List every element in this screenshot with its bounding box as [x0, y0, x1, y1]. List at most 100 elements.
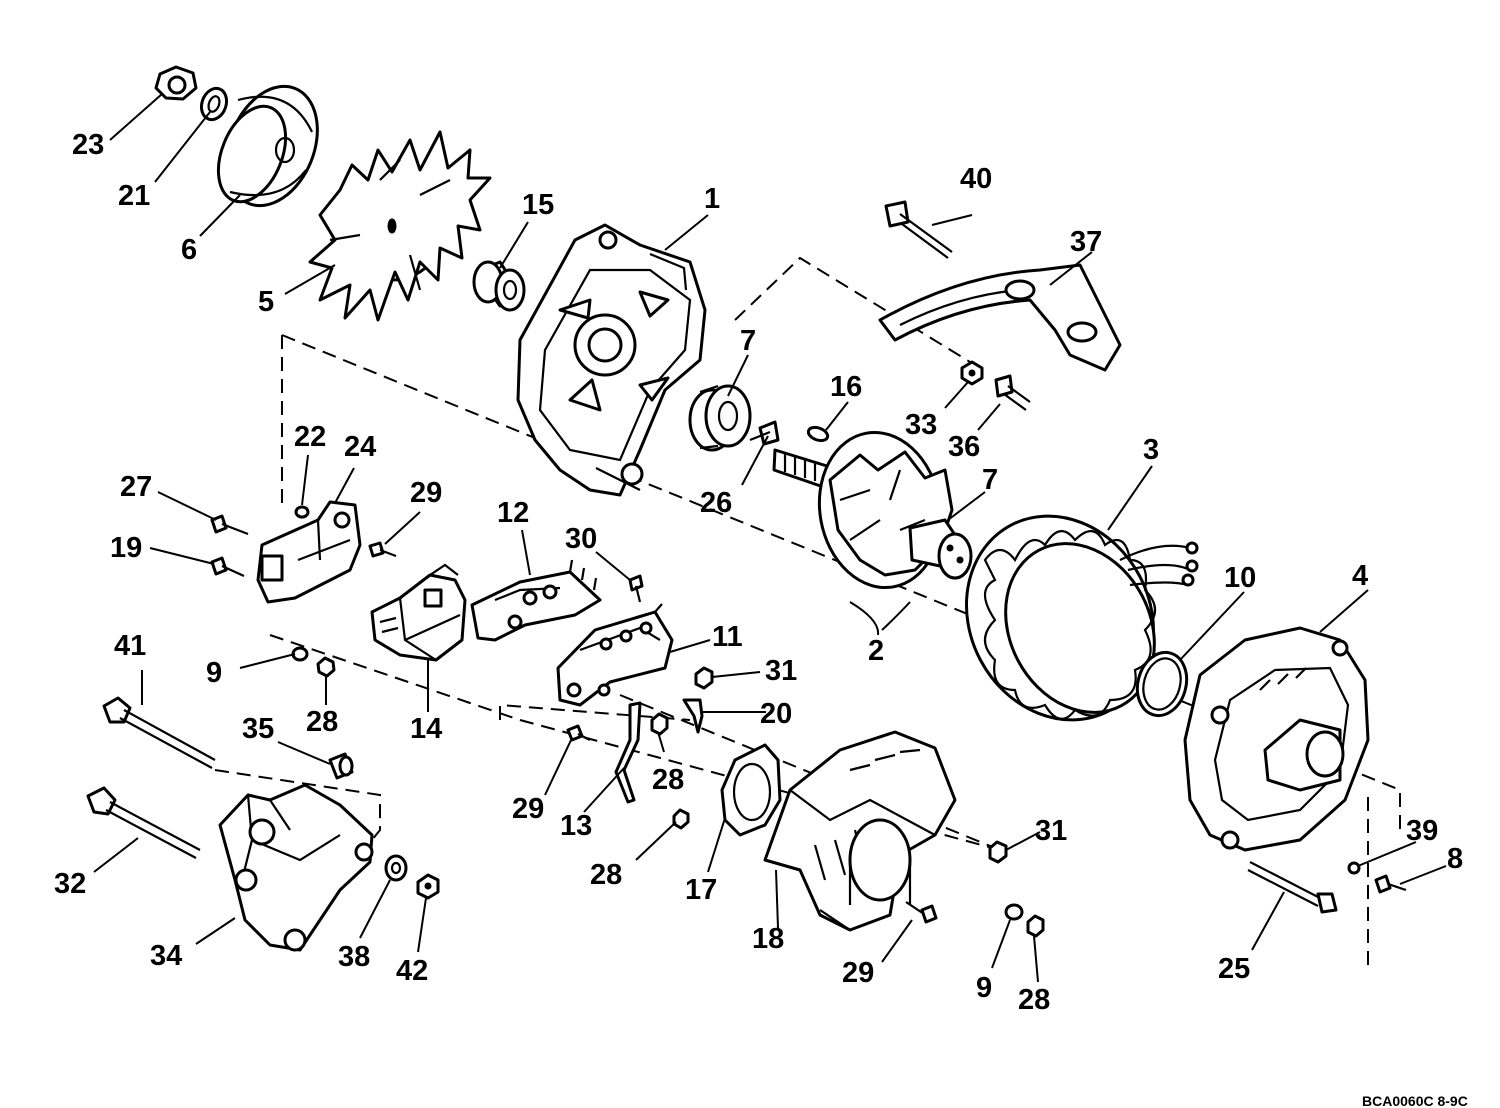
- slip-ring-end-frame-4: [1183, 626, 1370, 852]
- callout-23: 23: [72, 129, 104, 161]
- screw-19: [210, 556, 245, 578]
- callout-39: 39: [1406, 815, 1438, 847]
- rear-cover-18: [763, 730, 957, 932]
- callout-24: 24: [344, 431, 376, 463]
- callout-16: 16: [830, 371, 862, 403]
- callout-20: 20: [760, 698, 792, 730]
- callout-5: 5: [258, 286, 274, 318]
- brush-holder-24: [256, 500, 362, 604]
- callout-4: 4: [1352, 560, 1368, 592]
- callout-30: 30: [565, 523, 597, 555]
- callout-11: 11: [712, 621, 743, 653]
- callout-19: 19: [110, 532, 142, 564]
- callout-7-rotor: 7: [982, 464, 998, 496]
- callout-14: 14: [410, 713, 442, 745]
- thru-bolt-25: [1247, 861, 1338, 914]
- bearing-7-front: [688, 384, 752, 452]
- callout-29-top: 29: [410, 477, 442, 509]
- washer-38: [384, 854, 408, 882]
- callout-7-front: 7: [740, 325, 756, 357]
- screw-30: [628, 574, 644, 603]
- stator-3: [964, 514, 1199, 722]
- callout-32: 32: [54, 868, 86, 900]
- nut-31-upper: [694, 666, 714, 690]
- nut-33: [960, 360, 984, 386]
- callout-29-middle: 29: [512, 793, 544, 825]
- screw-26: [749, 420, 780, 446]
- callout-28-left: 28: [306, 706, 338, 738]
- callout-18: 18: [752, 923, 784, 955]
- screw-8: [1374, 874, 1407, 894]
- callout-13: 13: [560, 810, 592, 842]
- callout-31-upper: 31: [765, 655, 797, 687]
- leader-lines: [93, 93, 1447, 983]
- nut-23: [154, 65, 198, 101]
- callout-9-left: 9: [206, 657, 222, 689]
- callout-37: 37: [1070, 226, 1102, 258]
- adjusting-bracket-37: [878, 263, 1122, 372]
- o-ring-10: [1135, 650, 1189, 718]
- spacer-15: [472, 260, 526, 312]
- callout-40: 40: [960, 163, 992, 195]
- callout-31-lower: 31: [1035, 815, 1067, 847]
- callout-8: 8: [1447, 843, 1463, 875]
- regulator-14: [370, 563, 467, 662]
- bolt-32: [86, 786, 201, 859]
- screw-27: [210, 514, 249, 536]
- callout-3: 3: [1143, 434, 1159, 466]
- callout-34: 34: [150, 940, 182, 972]
- screw-29-top: [368, 541, 397, 558]
- callout-17: 17: [685, 874, 717, 906]
- callout-numbers: 23 21 6 5 15 1 7 16 26 7 40 37 33 36 3 1…: [54, 129, 1463, 1016]
- callout-41: 41: [114, 630, 146, 662]
- callout-6: 6: [181, 234, 197, 266]
- callout-35: 35: [242, 713, 274, 745]
- washer-22: [294, 505, 310, 519]
- callout-27: 27: [120, 471, 152, 503]
- nut-42: [416, 873, 440, 900]
- drive-end-frame-1: [516, 223, 707, 497]
- sleeve-35: [328, 752, 354, 780]
- bolt-36: [994, 374, 1031, 411]
- nut-28-right: [1026, 914, 1045, 938]
- callout-28-middle: 28: [652, 764, 684, 796]
- nut-28-lower: [672, 808, 690, 830]
- washer-21: [199, 86, 229, 122]
- rectifier-12: [470, 559, 602, 642]
- key-16: [806, 425, 830, 443]
- nut-28-middle: [650, 712, 669, 736]
- callout-22: 22: [294, 421, 326, 453]
- callout-38: 38: [338, 941, 370, 973]
- callout-1: 1: [704, 183, 720, 215]
- callout-15: 15: [522, 189, 554, 221]
- rotor-2: [772, 430, 973, 590]
- washer-9-right: [1004, 903, 1024, 921]
- washer-9-left: [291, 646, 309, 662]
- fan-5: [308, 130, 492, 322]
- callout-28-lower: 28: [590, 859, 622, 891]
- callout-28-right: 28: [1018, 984, 1050, 1016]
- nut-28-left: [316, 656, 336, 678]
- callout-21: 21: [118, 180, 150, 212]
- pulley-6: [216, 84, 319, 208]
- callout-10: 10: [1224, 562, 1256, 594]
- callout-42: 42: [396, 955, 428, 987]
- bolt-41: [102, 696, 216, 769]
- clip-20: [682, 698, 704, 734]
- callout-29-bottom: 29: [842, 957, 874, 989]
- mounting-bracket-34: [218, 783, 374, 952]
- washer-39: [1347, 861, 1361, 875]
- callout-33: 33: [905, 409, 937, 441]
- callout-36: 36: [948, 431, 980, 463]
- callout-9-right: 9: [976, 972, 992, 1004]
- gasket-17: [720, 743, 782, 837]
- bolt-40: [884, 200, 953, 259]
- screw-29-middle: [566, 724, 591, 742]
- nut-31-lower: [988, 840, 1008, 864]
- screw-29-bottom: [905, 901, 938, 924]
- callout-26: 26: [700, 487, 732, 519]
- diode-trio-11: [556, 603, 674, 707]
- strap-13: [614, 701, 642, 804]
